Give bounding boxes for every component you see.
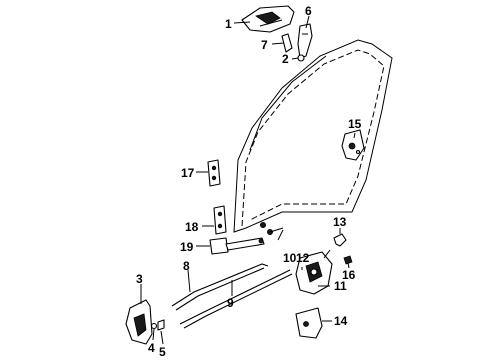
lock-rod-upper bbox=[171, 263, 269, 311]
callout-7: 7 bbox=[261, 38, 268, 52]
callout-4: 4 bbox=[148, 341, 155, 355]
callout-9: 9 bbox=[227, 296, 234, 310]
lock-rod-lower bbox=[179, 269, 293, 329]
leader-lines bbox=[140, 15, 356, 345]
handle-clip bbox=[157, 319, 165, 331]
callout-15: 15 bbox=[348, 117, 362, 131]
door-striker bbox=[341, 129, 365, 161]
callout-6: 6 bbox=[305, 4, 312, 18]
outside-handle bbox=[241, 5, 295, 33]
callout-12: 12 bbox=[296, 251, 310, 265]
callout-1: 1 bbox=[225, 17, 232, 31]
callout-18: 18 bbox=[185, 220, 199, 234]
screw-small bbox=[297, 54, 305, 62]
rod-clips bbox=[259, 221, 273, 235]
callout-19: 19 bbox=[180, 240, 194, 254]
callout-2: 2 bbox=[282, 52, 289, 66]
door-lock-actuator bbox=[295, 249, 333, 295]
upper-hinge bbox=[207, 159, 221, 187]
callout-11: 11 bbox=[334, 279, 347, 293]
handle-bracket bbox=[297, 23, 313, 59]
callout-13: 13 bbox=[333, 215, 347, 229]
door-check-link bbox=[209, 237, 265, 255]
callout-16: 16 bbox=[342, 268, 356, 282]
callout-8: 8 bbox=[183, 259, 190, 273]
lower-hinge bbox=[213, 205, 227, 235]
rod-clip-lower bbox=[343, 255, 353, 265]
inside-handle bbox=[125, 299, 153, 345]
lock-knob bbox=[333, 233, 347, 247]
screw-inside-handle bbox=[150, 322, 158, 330]
rod-clip-upper bbox=[281, 33, 293, 53]
callout-labels: 1 2 3 4 5 6 7 8 9 10 11 12 13 14 15 16 1… bbox=[136, 4, 362, 359]
lock-cover bbox=[295, 307, 323, 339]
callout-14: 14 bbox=[334, 314, 348, 328]
callout-5: 5 bbox=[159, 345, 166, 359]
callout-17: 17 bbox=[181, 166, 195, 180]
door-frame-outline bbox=[233, 39, 393, 233]
callout-10: 10 bbox=[283, 251, 297, 265]
callout-3: 3 bbox=[136, 272, 143, 286]
